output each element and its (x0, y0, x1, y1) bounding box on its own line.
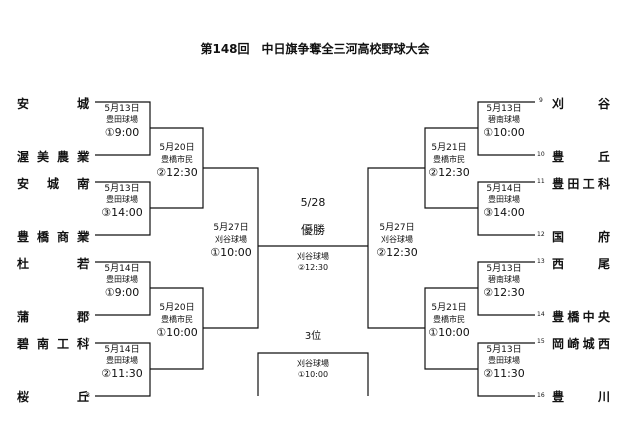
game-date: 5月14日 (104, 345, 140, 355)
game-time: ②12:30 (156, 166, 198, 179)
team-name: 岡崎城西 (552, 337, 610, 351)
game-date: 5月21日 (431, 303, 467, 313)
final-label: 優勝 (300, 223, 325, 237)
team-name: 豊田工科 (552, 177, 610, 191)
game-venue: 豊田球場 (488, 356, 520, 365)
game-venue: 豊田球場 (488, 195, 520, 204)
game-time: ①10:00 (156, 326, 198, 339)
seed-number: 6 (86, 311, 90, 318)
game-date: 5月27日 (213, 223, 249, 233)
game-time: ②11:30 (483, 367, 525, 380)
game-time: ①9:00 (104, 286, 140, 299)
game-venue: 豊橋市民 (161, 155, 193, 164)
game-time: ①10:00 (428, 326, 470, 339)
bracket-line (367, 167, 425, 329)
game-venue: 豊橋市民 (161, 315, 193, 324)
third-place-label: 3位 (304, 331, 322, 342)
seed-number: 14 (537, 311, 545, 318)
game-venue: 豊田球場 (106, 115, 138, 124)
game-venue: 豊橋市民 (433, 155, 465, 164)
seed-number: 1 (86, 97, 90, 104)
team-name: 安城南 (17, 177, 89, 191)
game-date: 5月20日 (159, 143, 195, 153)
seed-number: 9 (539, 97, 543, 104)
seed-number: 10 (537, 151, 545, 158)
game-date: 5月13日 (104, 104, 140, 114)
game-venue: 碧南球場 (488, 275, 520, 284)
team-name: 桜丘 (17, 390, 89, 404)
seed-number: 2 (86, 151, 90, 158)
game-date: 5月13日 (486, 264, 522, 274)
game-venue: 豊田球場 (106, 356, 138, 365)
game-date: 5月13日 (104, 184, 140, 194)
seed-number: 11 (537, 178, 545, 185)
team-name: 杜若 (17, 257, 89, 271)
final-time: ②12:30 (297, 263, 329, 272)
game-time: ①10:00 (483, 126, 525, 139)
game-date: 5月27日 (379, 223, 415, 233)
seed-number: 13 (537, 258, 545, 265)
final-venue: 刈谷球場 (297, 252, 329, 261)
seed-number: 5 (86, 258, 90, 265)
game-date: 5月13日 (486, 104, 522, 114)
third-place-line (257, 352, 369, 396)
team-name: 豊橋商業 (17, 230, 89, 244)
game-venue: 豊田球場 (106, 195, 138, 204)
team-name: 豊川 (552, 390, 610, 404)
team-name: 蒲郡 (17, 310, 89, 324)
game-date: 5月13日 (486, 345, 522, 355)
game-date: 5月14日 (104, 264, 140, 274)
team-name: 渥美農業 (17, 150, 89, 164)
team-name: 安城 (17, 97, 89, 111)
game-date: 5月20日 (159, 303, 195, 313)
page-title: 第148回 中日旗争奪全三河高校野球大会 (200, 42, 430, 56)
team-name: 国府 (552, 230, 610, 244)
third-place-venue: 刈谷球場 (297, 359, 329, 368)
third-place-time: ①10:00 (297, 370, 329, 379)
bracket-line (203, 167, 259, 329)
game-venue: 豊田球場 (106, 275, 138, 284)
game-time: ②12:30 (376, 246, 418, 259)
seed-number: 15 (537, 338, 545, 345)
seed-number: 3 (86, 178, 90, 185)
team-name: 刈谷 (552, 97, 610, 111)
game-time: ②12:30 (428, 166, 470, 179)
final-date: 5/28 (300, 196, 326, 209)
team-name: 碧南工科 (17, 337, 89, 351)
seed-number: 4 (86, 231, 90, 238)
game-date: 5月21日 (431, 143, 467, 153)
seed-number: 12 (537, 231, 545, 238)
game-time: ②11:30 (101, 367, 143, 380)
team-name: 豊橋中央 (552, 310, 610, 324)
game-venue: 碧南球場 (488, 115, 520, 124)
game-time: ②12:30 (483, 286, 525, 299)
seed-number: 7 (86, 338, 90, 345)
game-time: ①9:00 (104, 126, 140, 139)
game-venue: 豊橋市民 (433, 315, 465, 324)
team-name: 豊丘 (552, 150, 610, 164)
seed-number: 8 (86, 392, 90, 399)
game-venue: 刈谷球場 (215, 235, 247, 244)
game-date: 5月14日 (486, 184, 522, 194)
game-time: ①10:00 (210, 246, 252, 259)
seed-number: 16 (537, 392, 545, 399)
game-time: ③14:00 (101, 206, 143, 219)
team-name: 西尾 (552, 257, 610, 271)
game-time: ③14:00 (483, 206, 525, 219)
game-venue: 刈谷球場 (381, 235, 413, 244)
